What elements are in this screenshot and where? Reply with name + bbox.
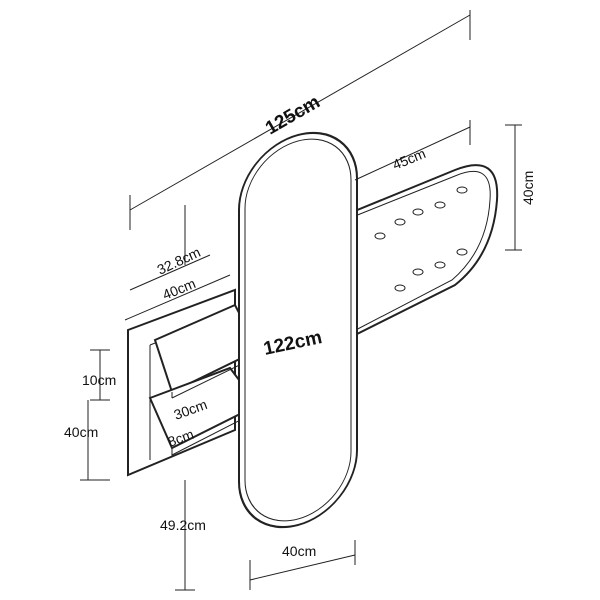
- hook-panel: [344, 164, 499, 342]
- mirror: [238, 131, 358, 529]
- label-shelf-panel-width: 40cm: [160, 275, 198, 303]
- label-hook-panel-height: 40cm: [520, 171, 536, 205]
- shelf-unit: [127, 288, 260, 477]
- label-shelf-depth: 32.8cm: [155, 244, 203, 278]
- label-floor-to-shelf: 49.2cm: [160, 517, 206, 533]
- label-shelf-panel-height: 40cm: [64, 424, 98, 440]
- label-hook-panel-width: 45cm: [390, 145, 428, 173]
- label-shelf-spacing: 10cm: [82, 372, 116, 388]
- label-mirror-width: 40cm: [282, 543, 316, 559]
- dimension-lines: [80, 10, 522, 591]
- hook-pegs: [374, 186, 468, 292]
